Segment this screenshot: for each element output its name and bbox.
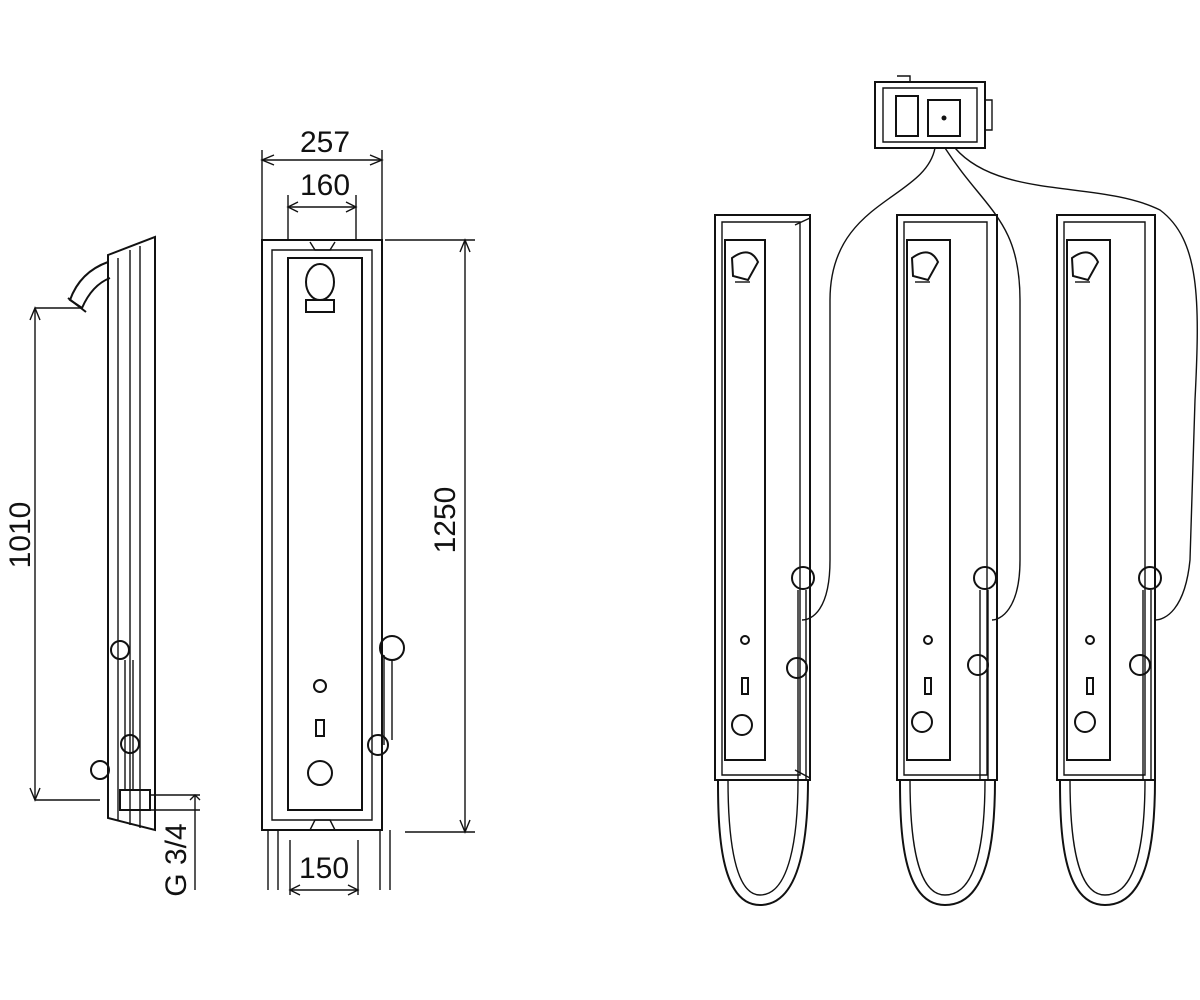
installed-panel-1	[714, 214, 815, 907]
label-front-height: 1250	[429, 487, 462, 554]
control-box	[874, 75, 993, 149]
top-width-inner-dimension	[286, 195, 358, 240]
side-view-panel	[67, 235, 200, 832]
top-width-outer-dimension	[260, 150, 384, 240]
label-top-width-outer: 257	[300, 126, 350, 159]
front-view-panel	[261, 239, 405, 890]
label-side-height: 1010	[4, 502, 37, 569]
label-top-width-inner: 160	[300, 169, 350, 202]
bottom-width-dimension	[288, 840, 360, 896]
thread-dimension	[189, 794, 201, 890]
connection-wires	[801, 147, 1198, 621]
installed-panel-3	[1056, 214, 1162, 907]
side-height-dimension	[29, 306, 100, 802]
label-thread: G 3/4	[160, 823, 193, 896]
installed-panel-2	[896, 214, 998, 907]
front-height-dimension	[385, 238, 475, 834]
label-bottom-width: 150	[299, 852, 349, 885]
